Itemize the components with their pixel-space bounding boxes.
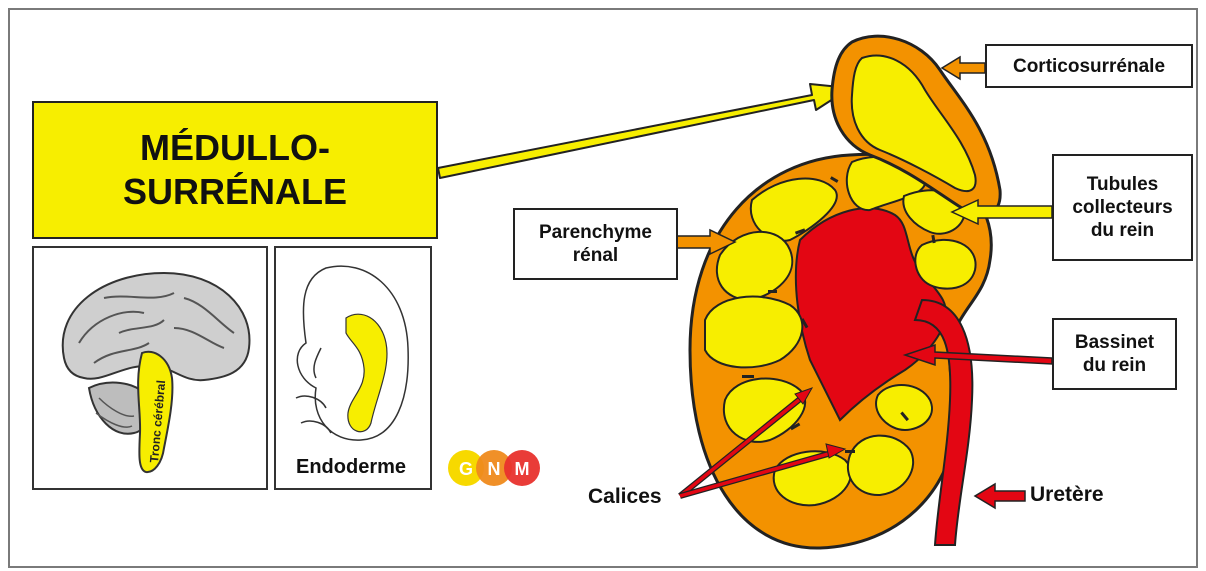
uretere-arrow	[975, 484, 1025, 508]
embryo-illustration: Endoderme	[276, 248, 430, 488]
tubules-line-3: du rein	[1091, 219, 1154, 242]
bassinet-line-1: Bassinet	[1075, 331, 1154, 354]
corticosurrenale-text: Corticosurrénale	[1013, 55, 1165, 78]
logo-m: M	[515, 459, 530, 479]
brain-illustration: Tronc cérébral	[34, 248, 266, 488]
calices-label: Calices	[588, 485, 662, 509]
tubules-label: Tubules collecteurs du rein	[1052, 154, 1193, 261]
title-line-1: MÉDULLO-	[140, 126, 330, 170]
parenchyme-line-1: Parenchyme	[539, 221, 652, 244]
parenchyme-label: Parenchyme rénal	[513, 208, 678, 280]
title-line-2: SURRÉNALE	[123, 170, 347, 214]
brain-panel: Tronc cérébral	[32, 246, 268, 490]
bassinet-line-2: du rein	[1083, 354, 1146, 377]
uretere-label: Uretère	[1030, 483, 1104, 507]
corticosurrenale-label: Corticosurrénale	[985, 44, 1193, 88]
tubules-line-1: Tubules	[1087, 173, 1158, 196]
bassinet-label: Bassinet du rein	[1052, 318, 1177, 390]
bassinet-arrow	[905, 345, 1052, 365]
title-box: MÉDULLO- SURRÉNALE	[32, 101, 438, 239]
medulla-arrow	[438, 84, 850, 178]
logo-g: G	[459, 459, 473, 479]
logo-n: N	[488, 459, 501, 479]
kidney	[690, 154, 991, 548]
cortico-arrow	[942, 57, 985, 79]
embryo-panel: Endoderme	[274, 246, 432, 490]
gnm-logo: G N M	[446, 448, 556, 488]
endoderme-label: Endoderme	[296, 456, 406, 478]
parenchyme-line-2: rénal	[573, 244, 618, 267]
tubules-line-2: collecteurs	[1072, 196, 1172, 219]
